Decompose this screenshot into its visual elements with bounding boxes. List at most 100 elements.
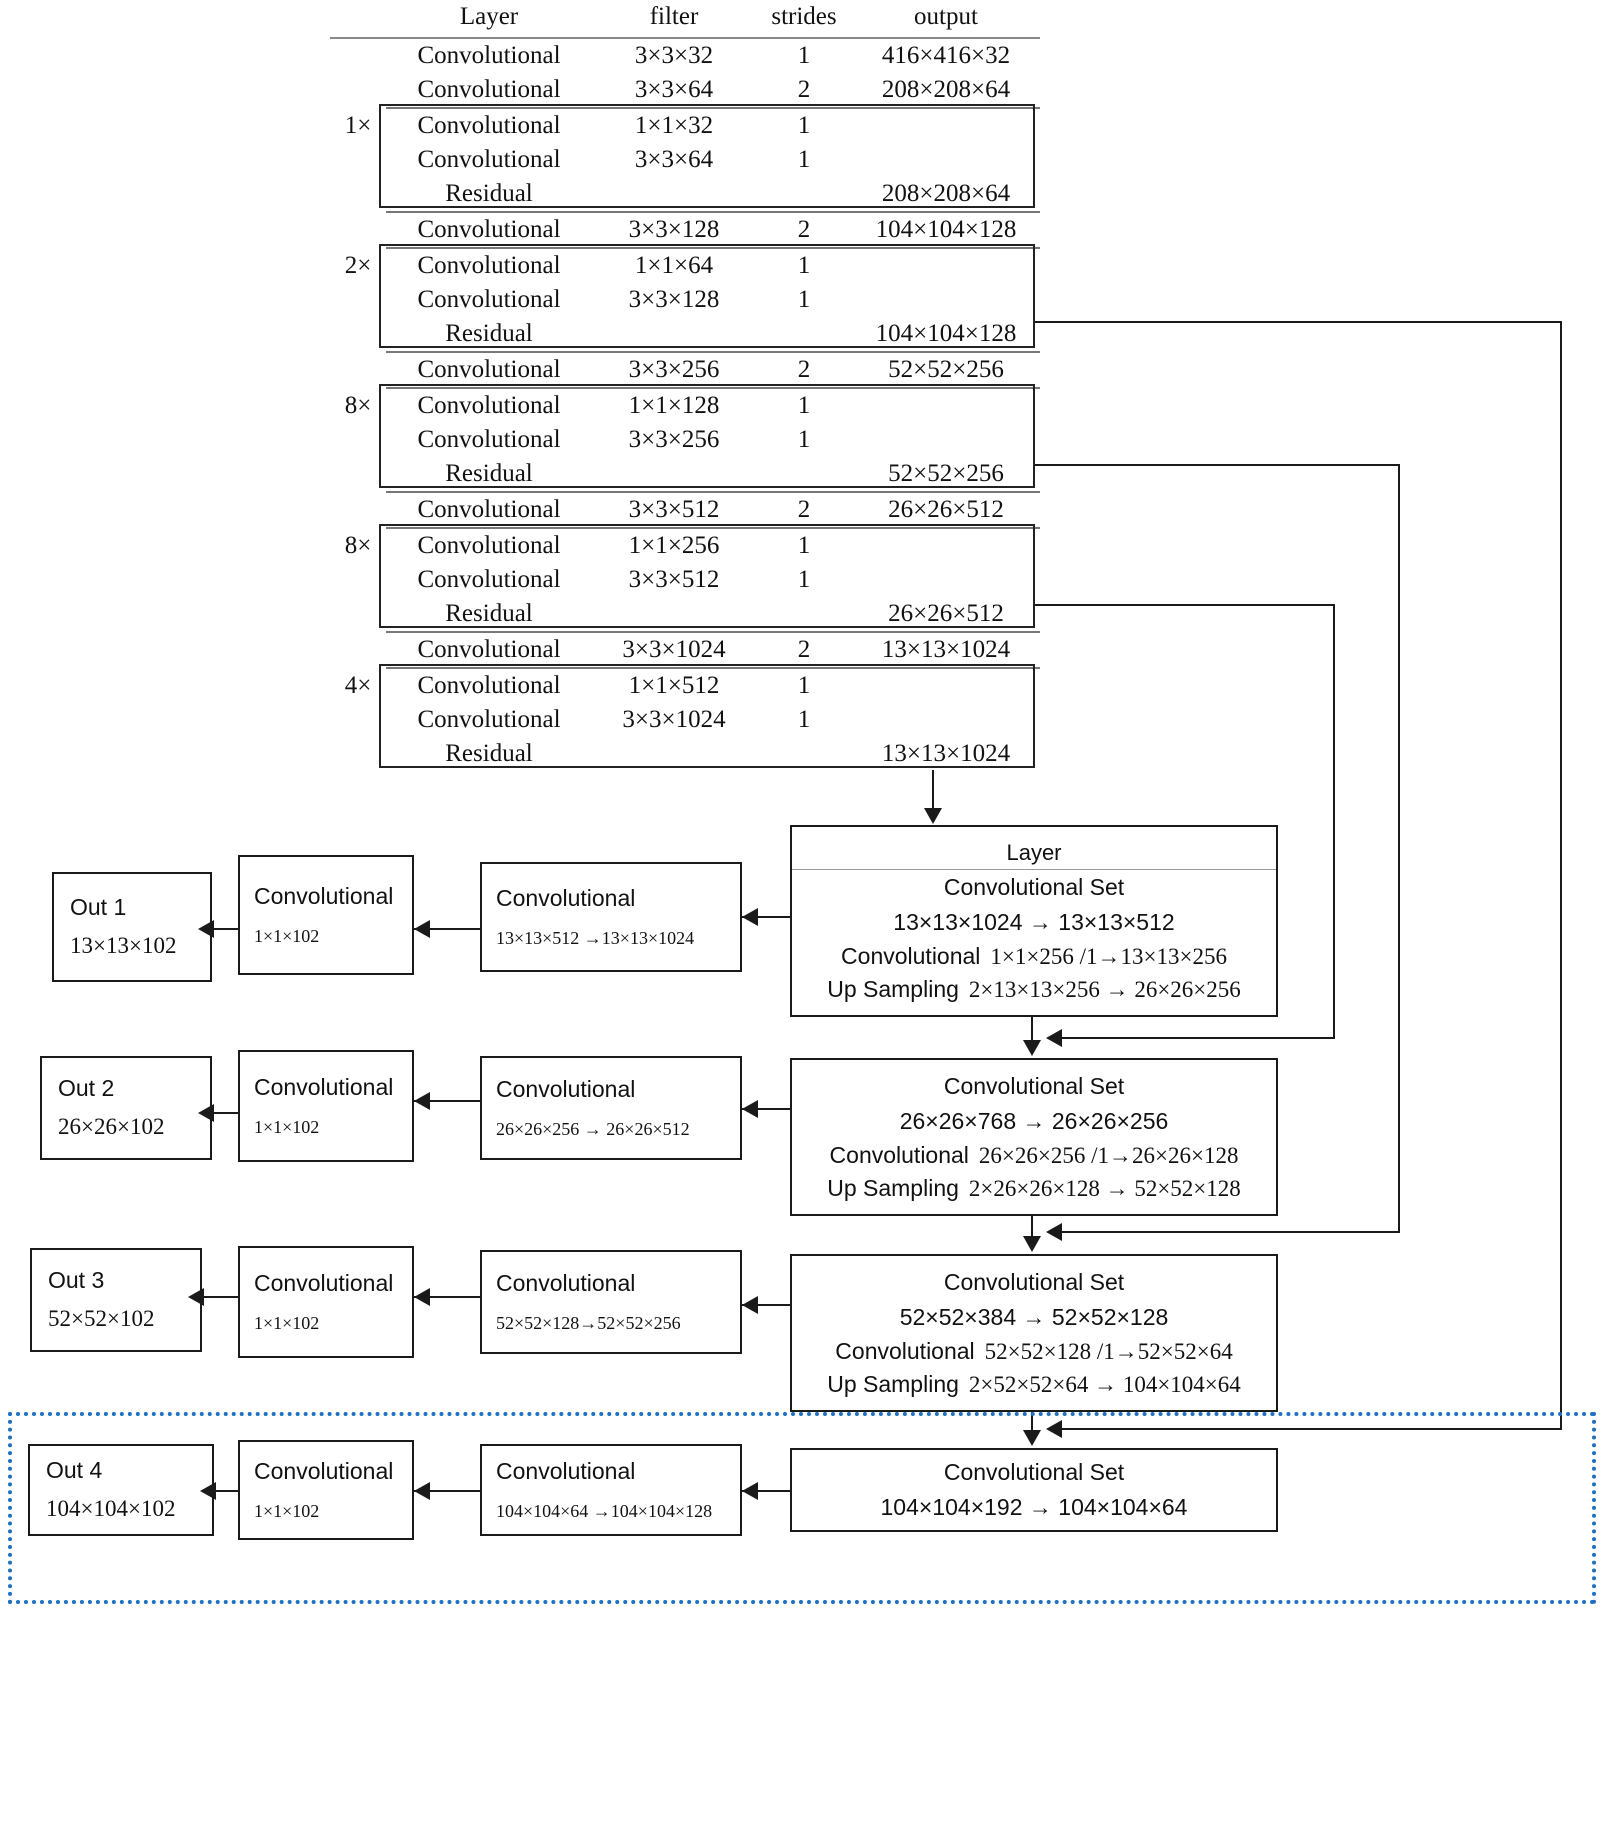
- set1-to-set2-line: [1031, 1017, 1033, 1041]
- row-strides: 1: [797, 706, 811, 733]
- conv-set-panel-1[interactable]: Layer Convolutional Set 13×13×1024 → 13×…: [790, 825, 1278, 1017]
- row-output: 26×26×512: [852, 492, 1040, 529]
- conv-box-2-small[interactable]: Convolutional 1×1×102: [238, 1050, 414, 1162]
- row-multiplier: [330, 737, 386, 771]
- row-layer: Convolutional: [417, 706, 561, 733]
- out-box-1[interactable]: Out 1 13×13×102: [52, 872, 212, 982]
- row-multiplier: 2×: [344, 251, 372, 279]
- row-output: [852, 703, 1040, 737]
- backbone-to-set1-arrowhead: [924, 808, 942, 824]
- out-box-4-shape: 104×104×102: [46, 1496, 176, 1522]
- row-layer: Convolutional: [417, 426, 561, 453]
- arrow-conv2big-to-conv2small-head: [414, 1092, 430, 1110]
- arrow-conv2small-to-out2-line: [212, 1112, 238, 1114]
- conv-set-panel-2[interactable]: Convolutional Set 26×26×768 → 26×26×256 …: [790, 1058, 1278, 1216]
- set-2-title: Convolutional Set: [943, 1072, 1125, 1099]
- out-box-3-shape: 52×52×102: [48, 1306, 155, 1332]
- set-2-conv-label: Convolutional: [829, 1142, 969, 1169]
- arrow-conv4small-to-out4-line: [214, 1490, 238, 1492]
- set-2-shape: 26×26×768 → 26×26×256: [899, 1108, 1169, 1134]
- row-multiplier: [330, 143, 386, 177]
- conv-box-2-small-shape: 1×1×102: [254, 1116, 320, 1137]
- set-3-shape: 52×52×384 → 52×52×128: [899, 1304, 1169, 1330]
- row-output: [852, 388, 1040, 423]
- row-layer: Convolutional: [417, 532, 561, 559]
- conv-box-1-big[interactable]: Convolutional 13×13×512 →13×13×1024: [480, 862, 742, 972]
- row-layer: Residual: [445, 740, 533, 767]
- row-output: [852, 668, 1040, 703]
- arrow-set4-to-conv4big-line: [742, 1490, 790, 1492]
- set-2-upsample-row: Up Sampling 2×26×26×128 → 52×52×128: [792, 1172, 1276, 1205]
- set-3-title: Convolutional Set: [943, 1268, 1125, 1295]
- conv-box-4-big-shape: 104×104×64 →104×104×128: [496, 1500, 713, 1521]
- row-filter: [592, 457, 756, 493]
- out-box-3[interactable]: Out 3 52×52×102: [30, 1248, 202, 1352]
- conv-box-1-small[interactable]: Convolutional 1×1×102: [238, 855, 414, 975]
- conv-box-1-big-title: Convolutional: [496, 884, 636, 911]
- conv-box-3-small-shape: 1×1×102: [254, 1312, 320, 1333]
- conv-box-4-big[interactable]: Convolutional 104×104×64 →104×104×128: [480, 1444, 742, 1536]
- row-strides: 1: [797, 146, 811, 173]
- arrow-conv4big-to-conv4small-head: [414, 1482, 430, 1500]
- row-strides: [756, 597, 852, 633]
- conv-box-3-big-shape: 52×52×128→52×52×256: [496, 1312, 681, 1333]
- conv-box-2-big[interactable]: Convolutional 26×26×256 → 26×26×512: [480, 1056, 742, 1160]
- row-multiplier: [330, 492, 386, 528]
- row-strides: 1: [797, 112, 811, 139]
- conv-box-2-big-shape: 26×26×256 → 26×26×512: [496, 1118, 690, 1139]
- row-output: 52×52×256: [852, 352, 1040, 389]
- row-layer: Convolutional: [417, 146, 561, 173]
- row-multiplier: [330, 212, 386, 248]
- conv-box-3-big[interactable]: Convolutional 52×52×128→52×52×256: [480, 1250, 742, 1354]
- row-strides: 2: [756, 632, 852, 669]
- arrow-set1-to-conv1big-line: [742, 916, 790, 918]
- row-layer: Convolutional: [417, 672, 561, 699]
- set3-to-set4-line: [1031, 1412, 1033, 1430]
- arrow-set2-to-conv2big-line: [742, 1108, 790, 1110]
- arrow-set3-to-conv3big-head: [742, 1296, 758, 1314]
- skip-26-v: [1333, 604, 1335, 1038]
- arrow-conv1big-to-conv1small-head: [414, 920, 430, 938]
- conv-set-panel-4[interactable]: Convolutional Set 104×104×192 → 104×104×…: [790, 1448, 1278, 1532]
- row-filter: 3×3×256: [592, 352, 756, 389]
- row-layer: Residual: [386, 597, 592, 633]
- out-box-2[interactable]: Out 2 26×26×102: [40, 1056, 212, 1160]
- conv-box-4-small[interactable]: Convolutional 1×1×102: [238, 1440, 414, 1540]
- conv-box-3-small[interactable]: Convolutional 1×1×102: [238, 1246, 414, 1358]
- row-filter: [592, 597, 756, 633]
- row-multiplier: [330, 423, 386, 457]
- arrow-conv4small-to-out4-head: [200, 1482, 216, 1500]
- set-2-conv-shape: 26×26×256 /1→26×26×128: [978, 1142, 1239, 1168]
- arrow-conv3big-to-conv3small-head: [414, 1288, 430, 1306]
- set-3-conv-label: Convolutional: [835, 1338, 975, 1365]
- row-multiplier: [330, 703, 386, 737]
- row-multiplier: 8×: [344, 531, 372, 559]
- header-filter: filter: [649, 3, 699, 30]
- out-box-4[interactable]: Out 4 104×104×102: [28, 1444, 214, 1536]
- arrow-set4-to-conv4big-head: [742, 1482, 758, 1500]
- header-output: output: [914, 3, 978, 30]
- row-output: 13×13×1024: [852, 632, 1040, 669]
- row-filter: 3×3×256: [628, 426, 720, 453]
- conv-box-4-small-shape: 1×1×102: [254, 1500, 320, 1521]
- set2-to-set3-line: [1031, 1216, 1033, 1236]
- set-1-conv-shape: 1×1×256 /1→13×13×256: [990, 943, 1227, 969]
- row-filter: 3×3×1024: [592, 632, 756, 669]
- row-filter: 3×3×32: [634, 42, 714, 69]
- row-layer: Convolutional: [386, 352, 592, 389]
- arrow-conv2big-to-conv2small-line: [414, 1100, 480, 1102]
- skip-26-h-top: [1035, 604, 1335, 606]
- arrow-set1-to-conv1big-head: [742, 908, 758, 926]
- row-layer: Residual: [386, 317, 592, 353]
- conv-set-panel-3[interactable]: Convolutional Set 52×52×384 → 52×52×128 …: [790, 1254, 1278, 1412]
- conv-box-1-small-shape: 1×1×102: [254, 925, 320, 946]
- row-output: 104×104×128: [852, 317, 1040, 353]
- row-output: [852, 143, 1040, 177]
